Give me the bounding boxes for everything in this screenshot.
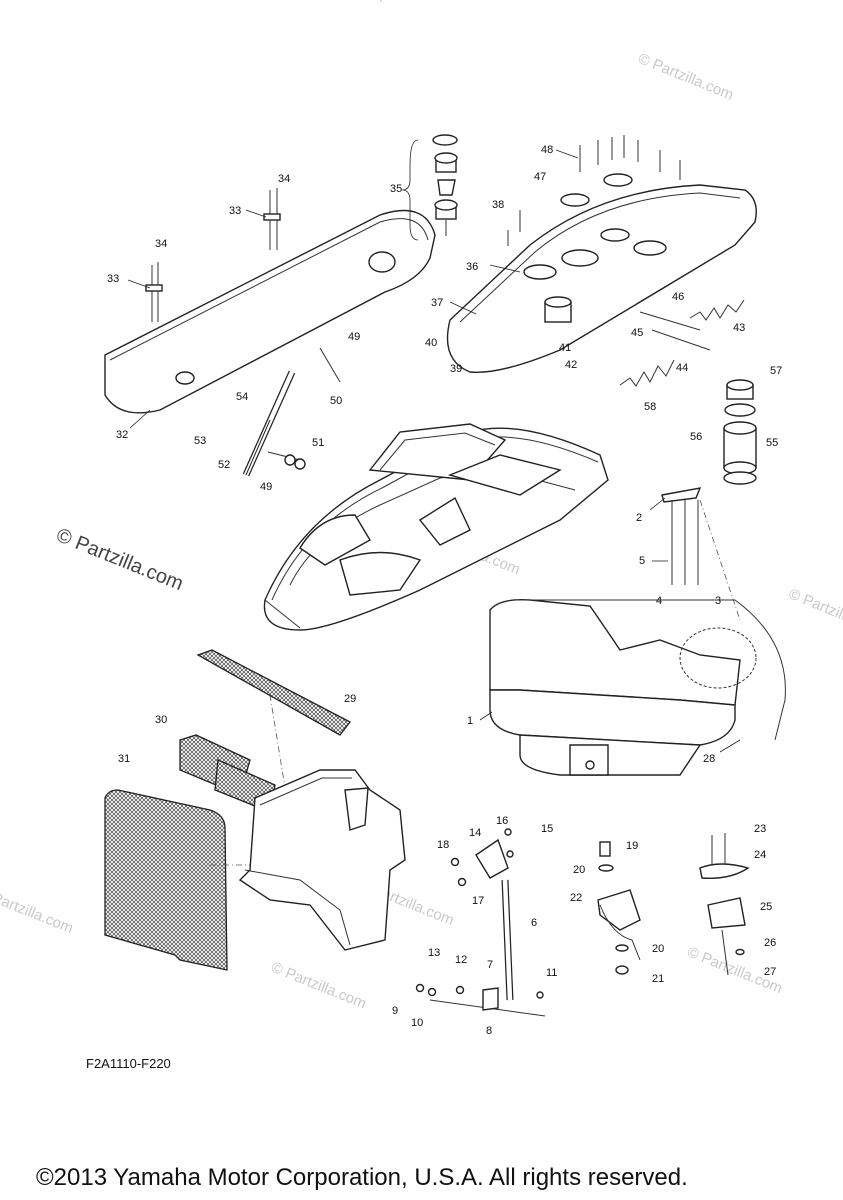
watermark-text: © Partzilla.com <box>287 0 387 6</box>
callout-11: 11 <box>546 967 557 979</box>
callout-6: 6 <box>531 917 537 929</box>
callout-28: 28 <box>703 753 715 765</box>
callout-8: 8 <box>486 1025 492 1037</box>
watermark-text: © Partzilla.com <box>636 50 736 104</box>
callout-13: 13 <box>428 947 440 959</box>
bracket-33-34 <box>127 188 281 322</box>
callout-14: 14 <box>469 827 481 839</box>
callout-29: 29 <box>344 693 356 705</box>
watermark-large: © Partzilla.com <box>53 524 186 595</box>
boat-hull <box>263 423 609 631</box>
callout-39: 39 <box>450 363 462 375</box>
callout-32: 32 <box>116 429 128 441</box>
watermark-text: © Partzilla.com <box>0 884 76 938</box>
copyright-notice: ©2013 Yamaha Motor Corporation, U.S.A. A… <box>36 1164 688 1191</box>
callout-18: 18 <box>437 839 449 851</box>
callout-30: 30 <box>155 714 167 726</box>
callout-labels: 1 2 3 4 5 6 7 8 9 10 11 12 13 14 15 16 1… <box>107 144 782 1037</box>
callout-50: 50 <box>330 395 342 407</box>
callout-16: 16 <box>496 815 508 827</box>
callout-36: 36 <box>466 261 478 273</box>
callout-1: 1 <box>467 715 473 727</box>
mat-31 <box>104 789 228 971</box>
gas-strut-54 <box>242 347 341 477</box>
callout-37: 37 <box>431 297 443 309</box>
callout-21: 21 <box>652 973 664 985</box>
callout-24: 24 <box>754 849 766 861</box>
watermark-text: © Partzilla.com <box>269 959 369 1013</box>
cup-holder-35 <box>401 134 458 241</box>
callout-33-left: 33 <box>107 273 119 285</box>
callout-9: 9 <box>392 1005 398 1017</box>
callout-35: 35 <box>390 183 402 195</box>
cushion-32 <box>104 209 436 429</box>
callout-20-upper: 20 <box>573 864 585 876</box>
callout-47: 47 <box>534 171 546 183</box>
callout-5: 5 <box>639 555 645 567</box>
callout-56: 56 <box>690 431 702 443</box>
callout-19: 19 <box>626 840 638 852</box>
callout-40: 40 <box>425 337 437 349</box>
lift-strut-6 <box>415 828 546 1017</box>
springs-43-58 <box>619 299 745 387</box>
latch-19-22 <box>597 841 641 975</box>
callout-51: 51 <box>312 437 324 449</box>
callout-48: 48 <box>541 144 553 156</box>
callout-44: 44 <box>676 362 688 374</box>
callout-34-left: 34 <box>155 238 167 250</box>
callout-22: 22 <box>570 892 582 904</box>
callout-10: 10 <box>411 1017 423 1029</box>
callout-53: 53 <box>194 435 206 447</box>
watermark-text: © Partzilla.com <box>786 586 843 640</box>
callout-3: 3 <box>715 595 721 607</box>
callout-31: 31 <box>118 753 130 765</box>
callout-45: 45 <box>631 327 643 339</box>
callout-49-upper: 49 <box>348 331 360 343</box>
callout-49-lower: 49 <box>260 481 272 493</box>
callout-55: 55 <box>766 437 778 449</box>
callout-52: 52 <box>218 459 230 471</box>
callout-12: 12 <box>455 954 467 966</box>
callout-41: 41 <box>559 342 571 354</box>
dash-tray-36 <box>446 173 757 374</box>
callout-7: 7 <box>487 959 493 971</box>
callout-17: 17 <box>472 895 484 907</box>
callout-23: 23 <box>754 823 766 835</box>
callout-15: 15 <box>541 823 553 835</box>
callout-43: 43 <box>733 322 745 334</box>
screws-48 <box>507 135 681 246</box>
callout-25: 25 <box>760 901 772 913</box>
callout-42: 42 <box>565 359 577 371</box>
filler-55-57 <box>723 379 757 485</box>
callout-34-right: 34 <box>278 173 290 185</box>
bench-seat-1 <box>479 599 786 776</box>
storage-box <box>210 769 406 951</box>
diagram-code: F2A1110-F220 <box>86 1056 171 1071</box>
callout-54: 54 <box>236 391 248 403</box>
callout-38: 38 <box>492 199 504 211</box>
callout-57: 57 <box>770 365 782 377</box>
callout-20-lower: 20 <box>652 943 664 955</box>
callout-33-right: 33 <box>229 205 241 217</box>
callout-4: 4 <box>656 595 662 607</box>
callout-46: 46 <box>672 291 684 303</box>
callout-58: 58 <box>644 401 656 413</box>
callout-27: 27 <box>764 966 776 978</box>
hinge-23-27 <box>699 833 750 976</box>
callout-2: 2 <box>636 512 642 524</box>
callout-26: 26 <box>764 937 776 949</box>
